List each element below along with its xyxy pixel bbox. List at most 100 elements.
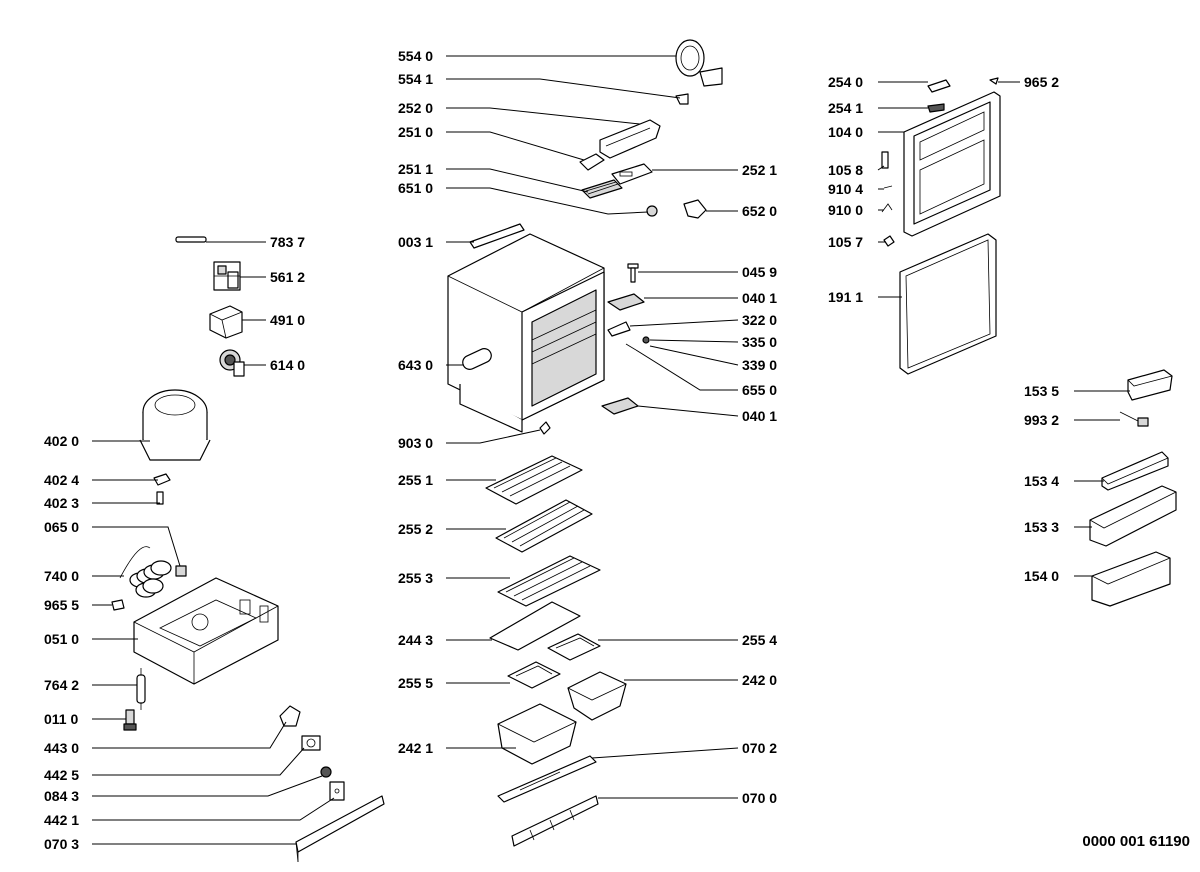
part-402-0-compressor-icon bbox=[139, 389, 211, 461]
part-614-0-thermostat-knob-icon bbox=[219, 349, 245, 377]
label-339-0: 339 0 bbox=[742, 357, 777, 373]
part-554-1-clip-icon bbox=[675, 93, 689, 105]
label-255-1: 255 1 bbox=[398, 472, 433, 488]
part-084-3-disc-icon bbox=[320, 766, 332, 778]
label-251-0: 251 0 bbox=[398, 124, 433, 140]
part-651-0-knob-icon bbox=[646, 205, 658, 217]
part-554-0-fan-ring-icon bbox=[675, 39, 723, 87]
label-643-0: 643 0 bbox=[398, 357, 433, 373]
part-764-2-filter-icon bbox=[136, 668, 146, 710]
part-252-0-housing-icon bbox=[599, 119, 661, 159]
leader-lines bbox=[92, 55, 1130, 845]
label-254-0: 254 0 bbox=[828, 74, 863, 90]
label-554-0: 554 0 bbox=[398, 48, 433, 64]
part-491-0-cover-icon bbox=[209, 305, 243, 339]
part-105-8-bracket-icon bbox=[881, 151, 889, 169]
part-251-0-cover-icon bbox=[579, 153, 605, 171]
label-252-0: 252 0 bbox=[398, 100, 433, 116]
label-104-0: 104 0 bbox=[828, 124, 863, 140]
label-903-0: 903 0 bbox=[398, 435, 433, 451]
part-993-2-sensor-icon bbox=[1119, 411, 1149, 427]
part-070-3-trim-strip-icon bbox=[295, 795, 385, 863]
label-040-1-lower: 040 1 bbox=[742, 408, 777, 424]
label-084-3: 084 3 bbox=[44, 788, 79, 804]
part-254-0-handle-icon bbox=[927, 79, 951, 93]
part-labels: 783 7 561 2 491 0 614 0 402 0 402 4 402 … bbox=[44, 48, 1059, 852]
part-442-5-lamp-holder-icon bbox=[301, 735, 321, 751]
part-252-1-lamp-cover-icon bbox=[611, 163, 653, 185]
label-402-0: 402 0 bbox=[44, 433, 79, 449]
part-070-0-trim-icon bbox=[511, 795, 599, 847]
label-554-1: 554 1 bbox=[398, 71, 433, 87]
part-740-0-coil-icon bbox=[119, 546, 187, 598]
label-251-1: 251 1 bbox=[398, 161, 433, 177]
label-965-2: 965 2 bbox=[1024, 74, 1059, 90]
label-491-0: 491 0 bbox=[270, 312, 305, 328]
part-153-5-butter-dish-icon bbox=[1127, 369, 1173, 401]
label-153-4: 153 4 bbox=[1024, 473, 1059, 489]
part-903-0-plug-icon bbox=[539, 421, 551, 435]
part-322-0-icon bbox=[607, 321, 631, 337]
part-154-0-bottle-shelf-icon bbox=[1091, 551, 1171, 607]
label-561-2: 561 2 bbox=[270, 269, 305, 285]
part-910-4-screw-icon bbox=[883, 185, 893, 189]
label-003-1: 003 1 bbox=[398, 234, 433, 250]
label-764-2: 764 2 bbox=[44, 677, 79, 693]
part-443-0-clip-icon bbox=[279, 705, 301, 727]
label-255-5: 255 5 bbox=[398, 675, 433, 691]
part-040-1-hinge-upper-icon bbox=[607, 293, 645, 311]
part-965-2-screw-icon bbox=[989, 77, 999, 85]
part-402-4-clip-icon bbox=[153, 473, 171, 486]
part-255-1-shelf-icon bbox=[485, 455, 583, 505]
label-252-1: 252 1 bbox=[742, 162, 777, 178]
label-255-3: 255 3 bbox=[398, 570, 433, 586]
part-070-2-trim-icon bbox=[497, 755, 597, 803]
label-070-2: 070 2 bbox=[742, 740, 777, 756]
label-402-4: 402 4 bbox=[44, 472, 79, 488]
label-070-0: 070 0 bbox=[742, 790, 777, 806]
part-965-5-plug-icon bbox=[111, 599, 125, 611]
label-191-1: 191 1 bbox=[828, 289, 863, 305]
label-242-0: 242 0 bbox=[742, 672, 777, 688]
label-011-0: 011 0 bbox=[44, 711, 78, 727]
part-153-4-rail-icon bbox=[1101, 451, 1169, 491]
label-910-4: 910 4 bbox=[828, 181, 863, 197]
label-153-3: 153 3 bbox=[1024, 519, 1059, 535]
label-652-0: 652 0 bbox=[742, 203, 777, 219]
part-442-1-bracket-icon bbox=[329, 781, 345, 801]
part-652-0-bracket-icon bbox=[683, 199, 707, 219]
part-011-0-screw-foot-icon bbox=[123, 709, 137, 731]
part-339-0-icon bbox=[625, 343, 637, 351]
part-335-0-icon bbox=[642, 336, 650, 344]
label-402-3: 402 3 bbox=[44, 495, 79, 511]
label-993-2: 993 2 bbox=[1024, 412, 1059, 428]
part-153-3-door-shelf-icon bbox=[1089, 485, 1177, 547]
label-335-0: 335 0 bbox=[742, 334, 777, 350]
part-242-1-bin-icon bbox=[497, 703, 577, 765]
label-105-8: 105 8 bbox=[828, 162, 863, 178]
part-105-7-clip-icon bbox=[883, 235, 895, 247]
label-045-9: 045 9 bbox=[742, 264, 777, 280]
refrigerator-cabinet-icon bbox=[447, 233, 605, 433]
label-153-5: 153 5 bbox=[1024, 383, 1059, 399]
label-244-3: 244 3 bbox=[398, 632, 433, 648]
door-panel-icon bbox=[903, 91, 1001, 237]
part-051-0-base-tray-icon bbox=[133, 577, 279, 685]
label-040-1-upper: 040 1 bbox=[742, 290, 777, 306]
part-402-3-clip-icon bbox=[156, 491, 164, 505]
part-255-2-shelf-icon bbox=[495, 499, 593, 553]
part-251-1-grille-icon bbox=[581, 179, 623, 199]
part-910-0-screw-icon bbox=[881, 203, 893, 213]
part-255-3-shelf-icon bbox=[497, 555, 601, 607]
label-655-0: 655 0 bbox=[742, 382, 777, 398]
part-255-4-small-shelf-icon bbox=[547, 633, 601, 661]
label-051-0: 051 0 bbox=[44, 631, 79, 647]
label-965-5: 965 5 bbox=[44, 597, 79, 613]
label-242-1: 242 1 bbox=[398, 740, 433, 756]
label-255-2: 255 2 bbox=[398, 521, 433, 537]
label-910-0: 910 0 bbox=[828, 202, 863, 218]
label-442-5: 442 5 bbox=[44, 767, 79, 783]
label-614-0: 614 0 bbox=[270, 357, 305, 373]
label-783-7: 783 7 bbox=[270, 234, 305, 250]
